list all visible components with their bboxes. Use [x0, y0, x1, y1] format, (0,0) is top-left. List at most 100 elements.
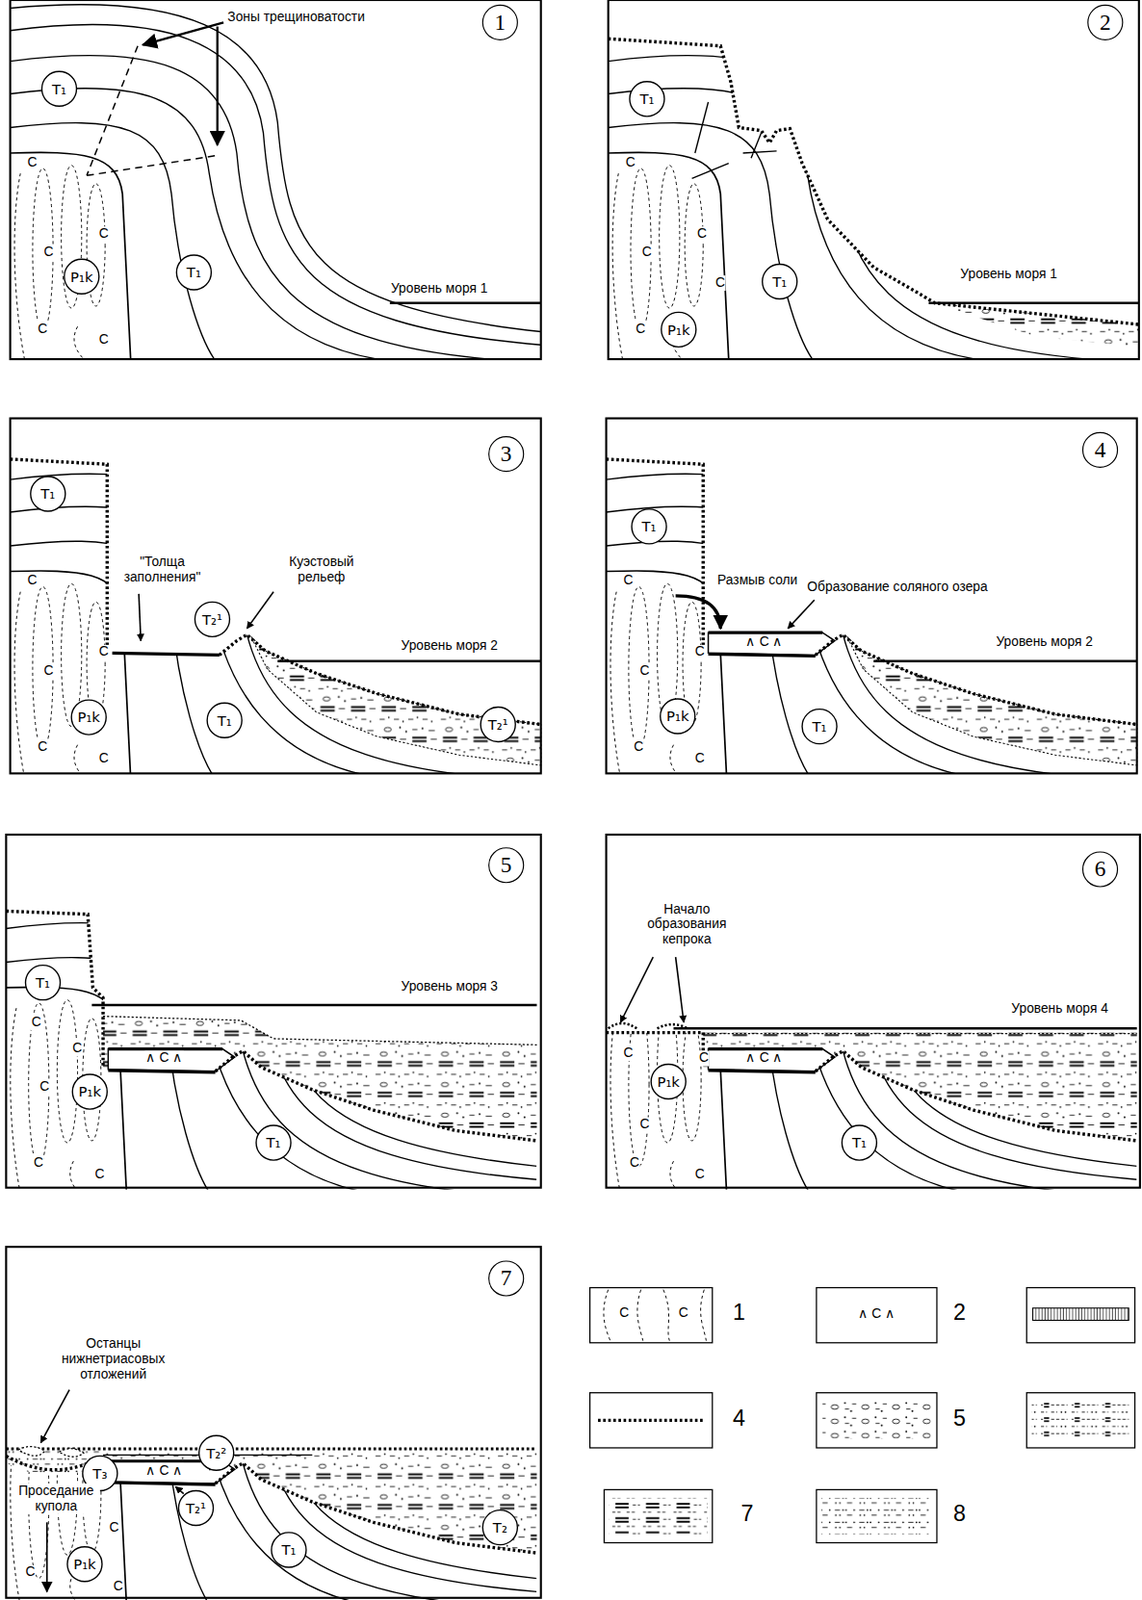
panel-number: 1	[481, 3, 519, 41]
stratum-index: T₁	[628, 80, 666, 118]
salt-symbol: С	[30, 1015, 43, 1032]
annotation: Размыв соли	[716, 573, 799, 590]
stratum-index: P₁k	[63, 258, 101, 295]
stratum-index: P₁k	[660, 311, 698, 348]
panel-number-text: 3	[500, 442, 513, 466]
stratum-label: T₂²	[206, 1446, 227, 1461]
panel-number: 5	[488, 847, 525, 884]
legend-samples	[590, 1288, 1136, 1544]
stratum-index: T₁	[270, 1531, 308, 1569]
panel-number-text: 7	[500, 1267, 513, 1290]
salt-symbol: С	[622, 573, 635, 590]
legend-number: 4	[732, 1407, 746, 1430]
stratum-index: P₁k	[649, 1063, 687, 1100]
panel-number: 3	[488, 436, 525, 473]
stratum-label: P₁k	[70, 269, 93, 285]
salt-symbol: С	[632, 739, 645, 755]
legend-number: 5	[953, 1407, 966, 1430]
legend-number: 8	[953, 1503, 966, 1526]
salt-symbol: С	[638, 663, 650, 679]
salt-symbol: С	[698, 1051, 710, 1067]
stratum-label: T₂¹	[185, 1501, 207, 1516]
panel-5	[5, 834, 541, 1194]
stratum-index: P₁k	[70, 699, 107, 736]
salt-symbol: С	[71, 1040, 83, 1057]
stratum-label: T₂	[493, 1520, 508, 1535]
stratum-index: T₁	[761, 262, 799, 300]
stratum-label: P₁k	[73, 1557, 96, 1572]
legend-number: 1	[732, 1301, 746, 1324]
stratum-label: T₁	[217, 713, 233, 728]
stratum-label: P₁k	[667, 322, 690, 338]
legend-number: 7	[740, 1503, 753, 1526]
panel-number: 2	[1087, 3, 1124, 41]
panel-number: 4	[1081, 431, 1118, 468]
salt-symbol: С	[622, 1045, 635, 1062]
annotation: Начало образования кепрока	[634, 902, 739, 948]
panel-number: 6	[1081, 851, 1118, 888]
panel-number: 7	[488, 1260, 525, 1298]
salt-symbol: С	[677, 1306, 690, 1323]
stratum-index: T₁	[840, 1124, 878, 1162]
annotation: Куэстовый рельеф	[279, 555, 364, 587]
stratum-label: P₁k	[656, 1074, 679, 1090]
annotation: Уровень моря 1	[959, 267, 1059, 284]
panel-number-text: 2	[1099, 11, 1112, 34]
salt-symbol: С	[694, 645, 706, 661]
salt-symbol: С	[694, 1167, 706, 1183]
panel-4	[606, 418, 1138, 779]
panel-6	[606, 834, 1141, 1194]
panel-number-text: 5	[500, 854, 513, 877]
stratum-label: T₁	[266, 1136, 282, 1151]
stratum-label: P₁k	[78, 1085, 102, 1100]
annotation: Проседание купола	[12, 1483, 101, 1515]
stratum-label: T₁	[772, 274, 787, 289]
salt-symbol: С	[38, 1079, 51, 1095]
salt-symbol: С	[26, 155, 39, 171]
salt-symbol: С	[24, 1565, 36, 1582]
annotation: Образование соляного озера	[805, 579, 988, 596]
stratum-label: T₁	[186, 265, 202, 281]
stratum-index: T₁	[175, 254, 212, 291]
stratum-index: T₂¹	[193, 600, 231, 638]
annotation: Уровень моря 4	[1010, 1002, 1110, 1018]
stratum-label: T₁	[642, 519, 657, 534]
salt-symbol: С	[98, 226, 110, 242]
stratum-index: P₁k	[71, 1073, 108, 1111]
stratum-label: T₁	[852, 1136, 867, 1151]
stratum-label: T₁	[639, 91, 654, 106]
stratum-label: T₁	[35, 975, 51, 990]
panel-7	[5, 1246, 541, 1600]
annotation: Уровень моря 2	[994, 634, 1094, 650]
salt-symbol: С	[36, 321, 49, 338]
stratum-index: T₁	[206, 701, 243, 739]
salt-symbol: С	[98, 333, 110, 349]
salt-symbol: С	[696, 226, 708, 242]
salt-lake-symbol: ∧ С ∧	[144, 1051, 184, 1067]
salt-lake-symbol: ∧ С ∧	[744, 634, 784, 650]
salt-symbol: С	[714, 275, 727, 291]
salt-lake-symbol: ∧ С ∧	[144, 1463, 184, 1480]
stratum-index: T₁	[630, 508, 668, 546]
salt-symbol: С	[98, 645, 110, 661]
stratum-index: T₁	[40, 70, 78, 107]
annotation: Зоны трещиноватости	[226, 10, 366, 26]
stratum-index: P₁k	[659, 698, 697, 735]
salt-symbol: С	[624, 155, 637, 171]
stratum-index: P₁k	[66, 1546, 104, 1584]
salt-symbol: С	[43, 663, 55, 679]
salt-symbol: С	[26, 573, 39, 590]
annotation: Останцы нижнетриасовых отложений	[51, 1336, 176, 1382]
salt-symbol: С	[32, 1156, 45, 1172]
salt-symbol: С	[36, 739, 49, 755]
panel-number-text: 1	[494, 11, 507, 34]
salt-symbol: С	[628, 1156, 641, 1172]
annotation: Уровень моря 3	[399, 979, 499, 995]
stratum-label: T₃	[92, 1466, 107, 1481]
stratum-index: T₁	[29, 475, 67, 513]
panel-number-text: 6	[1094, 857, 1107, 881]
salt-lake-symbol: ∧ С ∧	[744, 1051, 784, 1067]
salt-symbol: С	[634, 321, 647, 338]
stratum-index: T₂	[481, 1509, 519, 1547]
